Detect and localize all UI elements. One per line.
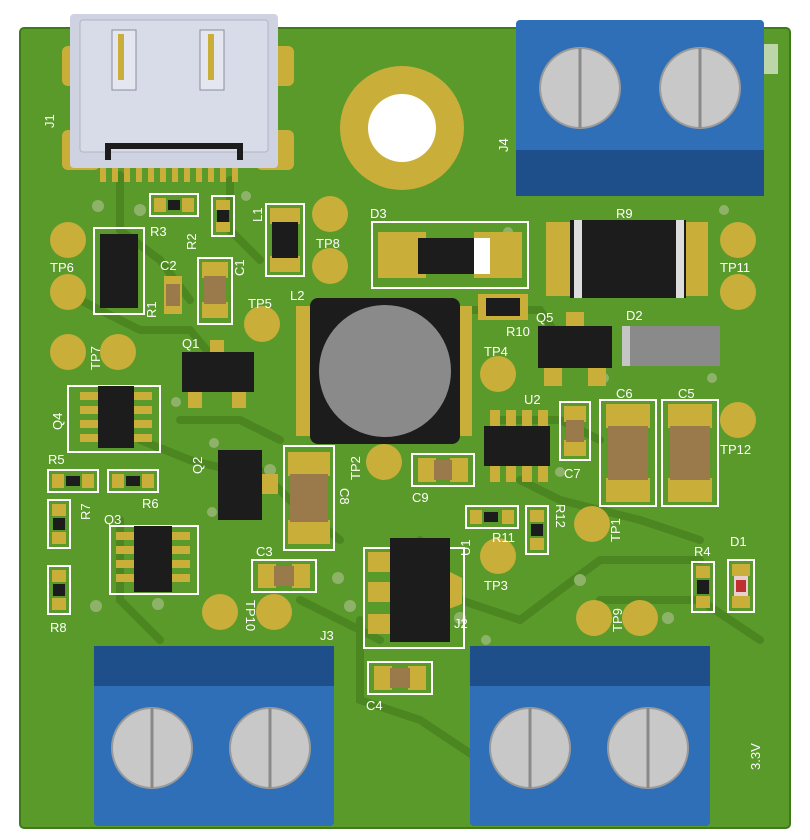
mounting-hole xyxy=(340,66,464,190)
label-c2: C2 xyxy=(160,258,177,273)
label-tp1: TP1 xyxy=(608,518,623,542)
label-tp3: TP3 xyxy=(484,578,508,593)
inductor-l1 xyxy=(265,203,305,277)
label-j1: J1 xyxy=(42,114,57,128)
transistor-q5 xyxy=(538,312,612,386)
label-u1: U1 xyxy=(458,539,473,556)
screw-terminal-j4 xyxy=(516,20,778,196)
label-d2: D2 xyxy=(626,308,643,323)
label-r12: R12 xyxy=(553,504,568,528)
label-r2: R2 xyxy=(184,233,199,250)
label-r7: R7 xyxy=(78,503,93,520)
inductor-l2 xyxy=(296,298,472,444)
capacitor-c5 xyxy=(661,399,719,507)
label-j2: J2 xyxy=(454,616,468,631)
capacitor-c6 xyxy=(599,399,657,507)
small-resistors xyxy=(47,193,715,615)
capacitor-c3 xyxy=(251,559,317,593)
label-voltage: 3.3V xyxy=(748,743,763,770)
label-r5: R5 xyxy=(48,452,65,467)
usb-c-connector-j1 xyxy=(62,14,294,182)
diode-d2 xyxy=(622,326,720,366)
label-u2: U2 xyxy=(524,392,541,407)
label-c8: C8 xyxy=(337,488,352,505)
diode-d3 xyxy=(371,221,529,289)
ic-q4 xyxy=(67,385,161,453)
capacitor-c1 xyxy=(197,257,233,325)
label-q5: Q5 xyxy=(536,310,553,325)
label-r1: R1 xyxy=(144,301,159,318)
label-l1: L1 xyxy=(250,208,265,222)
label-tp10: TP10 xyxy=(243,600,258,631)
label-l2: L2 xyxy=(290,288,304,303)
test-points xyxy=(50,196,756,636)
label-c7: C7 xyxy=(564,466,581,481)
ic-u1 xyxy=(363,538,465,649)
label-d3: D3 xyxy=(370,206,387,221)
label-q4: Q4 xyxy=(50,413,65,430)
screw-terminal-j2 xyxy=(470,646,710,826)
screw-terminal-j3 xyxy=(94,646,334,826)
resistor-r1 xyxy=(93,227,145,315)
board-edge xyxy=(19,27,791,829)
capacitor-c2 xyxy=(164,276,182,314)
capacitor-c4 xyxy=(367,661,433,695)
label-r8: R8 xyxy=(50,620,67,635)
label-tp11: TP11 xyxy=(720,260,750,275)
resistor-r9 xyxy=(546,220,708,298)
label-tp2: TP2 xyxy=(348,456,363,480)
transistor-q2 xyxy=(218,450,278,520)
capacitor-c8 xyxy=(283,445,335,551)
label-r9: R9 xyxy=(616,206,633,221)
label-r4: R4 xyxy=(694,544,711,559)
label-r10: R10 xyxy=(506,324,530,339)
capacitor-c9 xyxy=(411,453,475,487)
label-tp4: TP4 xyxy=(484,344,508,359)
capacitor-c7 xyxy=(559,401,591,461)
label-r3: R3 xyxy=(150,224,167,239)
label-tp5: TP5 xyxy=(248,296,272,311)
label-r11: R11 xyxy=(492,530,515,545)
label-tp9: TP9 xyxy=(610,608,625,632)
label-q2: Q2 xyxy=(190,457,205,474)
silkscreen-labels: J1 J4 J3 J2 R3 R2 L1 C1 C2 R1 TP6 TP7 TP… xyxy=(42,114,763,770)
transistor-q1 xyxy=(182,340,254,408)
label-c3: C3 xyxy=(256,544,273,559)
label-tp8: TP8 xyxy=(316,236,340,251)
led-d1 xyxy=(727,559,755,613)
label-r6: R6 xyxy=(142,496,159,511)
label-q1: Q1 xyxy=(182,336,199,351)
label-j4: J4 xyxy=(496,138,511,152)
label-tp6: TP6 xyxy=(50,260,74,275)
label-c4: C4 xyxy=(366,698,383,713)
ic-u2 xyxy=(484,410,550,482)
label-tp12: TP12 xyxy=(720,442,751,457)
label-c9: C9 xyxy=(412,490,429,505)
label-d1: D1 xyxy=(730,534,747,549)
label-c6: C6 xyxy=(616,386,633,401)
label-c5: C5 xyxy=(678,386,695,401)
label-j3: J3 xyxy=(320,628,334,643)
label-q3: Q3 xyxy=(104,512,121,527)
ic-q3 xyxy=(109,525,199,595)
label-tp7: TP7 xyxy=(88,346,103,370)
label-c1: C1 xyxy=(232,259,247,276)
